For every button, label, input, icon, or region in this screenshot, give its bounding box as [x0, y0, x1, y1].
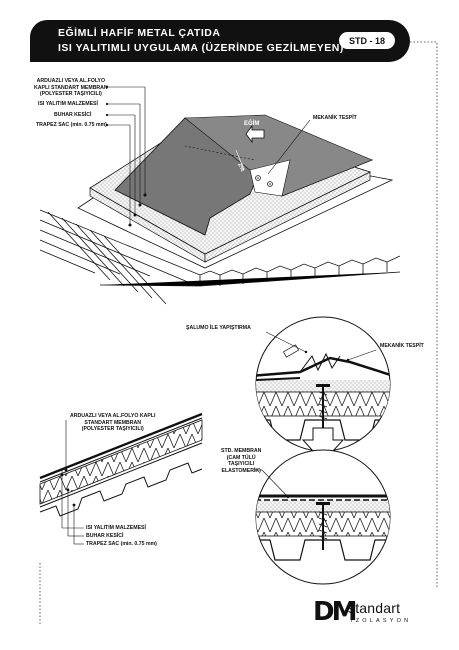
section-vapour-barrier-label: BUHAR KESİCİ: [86, 533, 124, 539]
section-trapezoid-label: TRAPEZ SAC (min. 0.75 mm): [86, 541, 157, 547]
slope-percent: 2%: [236, 162, 245, 173]
membrane-label-line-1: ARDUAZLI VEYA AL.FOLYO: [36, 78, 106, 84]
section-membrane-line-2: STANDART MEMBRAN: [84, 419, 142, 426]
title-line-1: EĞİMLİ HAFİF METAL ÇATIDA: [58, 27, 221, 39]
drawing-code-badge: STD - 18: [339, 32, 395, 49]
section-membrane-label: ARDUAZLI VEYA AL.FOLYO KAPLI STANDART ME…: [70, 413, 155, 433]
vapour-barrier-label: BUHAR KESİCİ: [54, 112, 92, 118]
detail-circle-finished: [255, 449, 391, 585]
std-membrane-line-4: ELASTOMERİK): [221, 467, 261, 474]
mechanical-fixing-label-top: MEKANİK TESPİT: [313, 115, 357, 121]
membrane-label-line-2: KAPLI STANDART MEMBRAN: [34, 84, 108, 91]
slope-label: EĞİM: [244, 119, 259, 127]
isometric-roof-view: [39, 114, 401, 305]
logo-subtitle: İZOLASYON: [351, 618, 412, 624]
section-insulation-label: ISI YALITIM MALZEMESİ: [86, 525, 146, 531]
std-membrane-line-2: (CAM TÜLÜ: [226, 454, 256, 461]
title-line-2: ISI YALITIMLI UYGULAMA (ÜZERİNDE GEZİLME…: [58, 42, 344, 54]
torch-applied-label: ŞALUMO İLE YAPIŞTIRMA: [186, 325, 251, 331]
section-membrane-line-1: ARDUAZLI VEYA AL.FOLYO KAPLI: [70, 413, 156, 419]
section-membrane-line-3: (POLYESTER TAŞIYICILI): [81, 426, 144, 432]
logo-wordmark: standart: [348, 600, 401, 616]
membrane-label-line-3: (POLYESTER TAŞIYICILI): [39, 91, 102, 97]
trapezoid-sheet-label: TRAPEZ SAC (min. 0.75 mm): [36, 122, 107, 128]
std-membrane-line-3: TAŞIYICILI: [228, 461, 255, 467]
insulation-label: ISI YALITIM MALZEMESİ: [38, 101, 98, 107]
std-membrane-label: STD. MEMBRAN (CAM TÜLÜ TAŞIYICILI ELASTO…: [221, 448, 261, 474]
membrane-label: ARDUAZLI VEYA AL.FOLYO KAPLI STANDART ME…: [34, 78, 108, 98]
logo-mark: DM: [313, 597, 358, 627]
roof-section-view: [39, 412, 203, 517]
std-membrane-line-1: STD. MEMBRAN: [221, 448, 262, 454]
mechanical-fixing-label-detail: MEKANİK TESPİT: [380, 343, 424, 349]
